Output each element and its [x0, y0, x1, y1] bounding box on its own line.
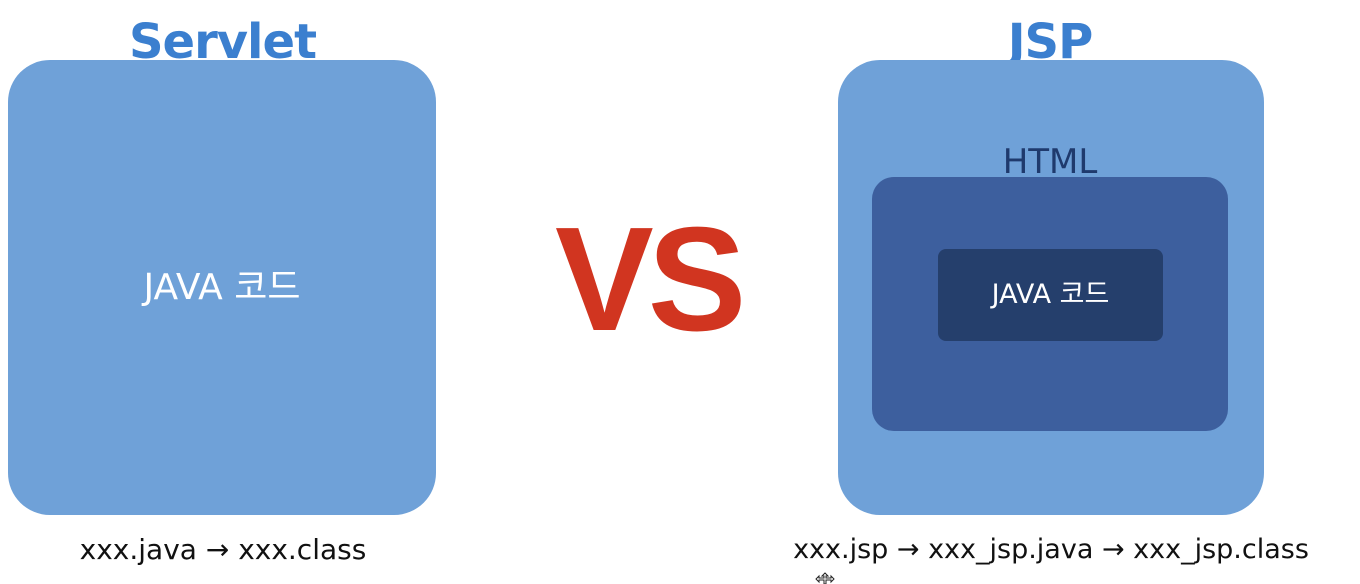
move-cursor-icon [815, 572, 835, 584]
servlet-box [8, 60, 436, 515]
jsp-java-code-box [938, 249, 1163, 341]
vs-label: VS [555, 197, 746, 362]
servlet-java-code-label: JAVA 코드 [143, 267, 301, 308]
jsp-caption: xxx.jsp → xxx_jsp.java → xxx_jsp.class [793, 534, 1309, 565]
jsp-java-code-label: JAVA 코드 [991, 279, 1110, 310]
servlet-caption: xxx.java → xxx.class [79, 533, 367, 566]
html-label: HTML [1002, 142, 1098, 182]
